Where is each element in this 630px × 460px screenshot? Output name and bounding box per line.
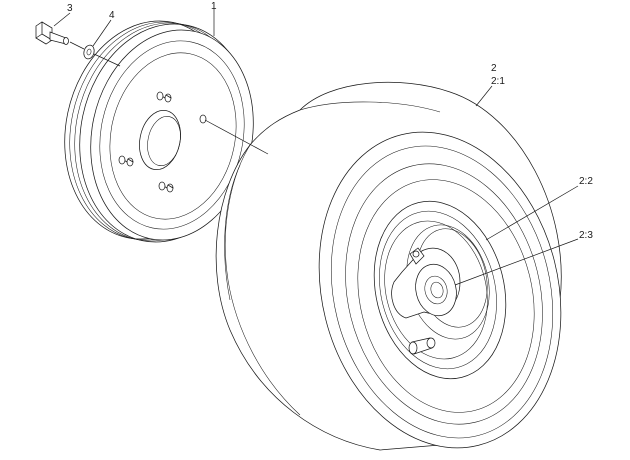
bearing [391,247,461,319]
callout-bearing: 2:3 [579,230,593,241]
callout-washer: 4 [109,10,115,21]
bolt [35,21,69,45]
valve-stem [408,337,436,355]
callout-wheel-assembly: 2 [491,63,497,74]
leader-lines [53,9,579,286]
callout-bolt: 3 [67,3,73,14]
washer [83,44,95,60]
hub-studs [118,91,207,193]
grease-fitting [409,247,425,265]
wheel-assembly [215,81,562,451]
assembly-centerlines [69,41,269,155]
callout-wheel-hub: 1 [211,1,217,12]
callout-tire: 2:1 [491,76,505,87]
callout-rim: 2:2 [579,176,593,187]
wheel-hub [64,20,254,243]
callout-labels: 1 2 2:1 2:2 2:3 3 4 [67,1,593,241]
